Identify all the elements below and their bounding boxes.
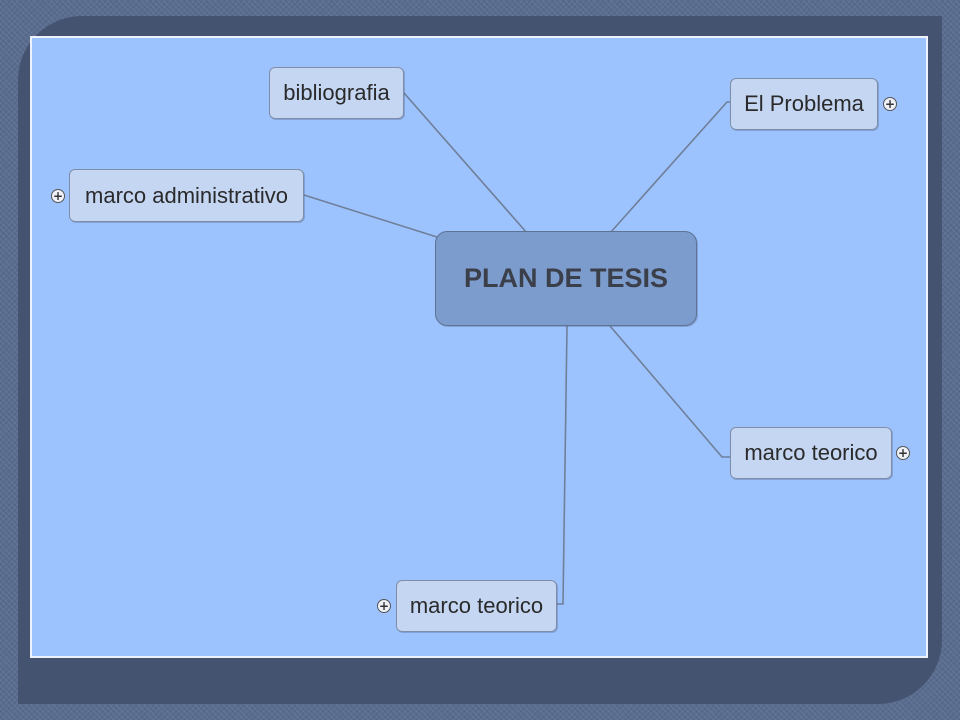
node-label: marco teorico	[744, 440, 878, 465]
node-label: marco administrativo	[85, 182, 288, 208]
node-marco-teorico-right[interactable]: marco teorico	[730, 427, 892, 479]
expand-icon[interactable]: +	[883, 97, 897, 111]
connector-marco-teorico-right	[609, 325, 732, 458]
node-el-problema[interactable]: El Problema	[730, 78, 878, 130]
connector-marco-teorico-bottom	[557, 325, 568, 605]
central-node-plan-de-tesis[interactable]: PLAN DE TESIS	[435, 231, 697, 326]
node-marco-administrativo[interactable]: marco administrativo	[69, 169, 304, 222]
node-label: bibliografia	[283, 80, 390, 105]
node-marco-teorico-bottom[interactable]: marco teorico	[396, 580, 557, 632]
expand-icon[interactable]: +	[896, 446, 910, 460]
connector-el-problema	[609, 101, 732, 234]
expand-icon[interactable]: +	[51, 189, 65, 203]
connector-lines	[270, 92, 732, 605]
central-node-label: PLAN DE TESIS	[463, 263, 669, 293]
node-label: El Problema	[744, 91, 864, 116]
expand-icon[interactable]: +	[377, 599, 391, 613]
node-bibliografia[interactable]: bibliografia	[269, 67, 404, 119]
mind-map-canvas: PLAN DE TESIS bibliografia El Problema +…	[30, 36, 928, 658]
node-label: marco teorico	[409, 593, 544, 618]
connector-marco-administrativo	[303, 194, 441, 239]
